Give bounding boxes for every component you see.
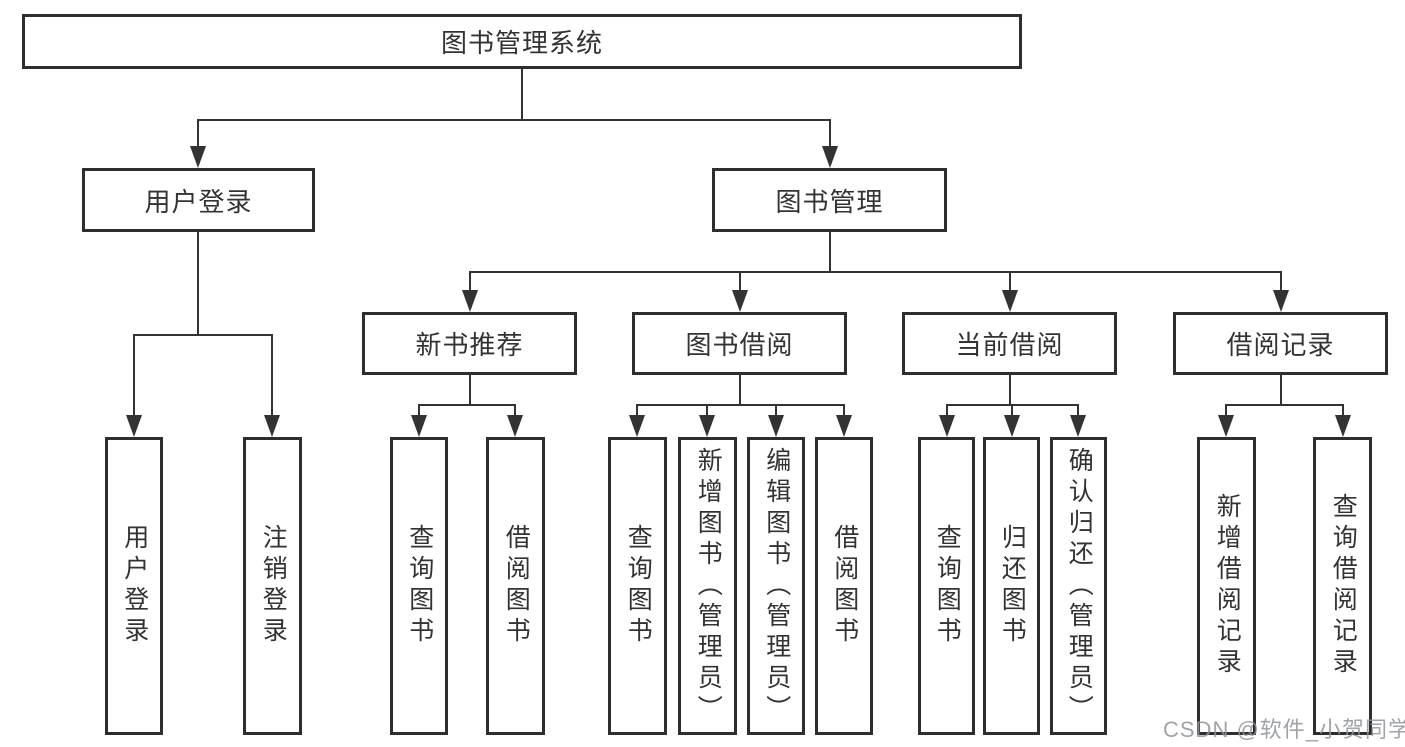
leaf-return-books: 归还图书 [983,437,1040,735]
leaf-logout-label: 注销登录 [259,524,288,648]
leaf-borrow-books-recommend: 借阅图书 [486,437,545,735]
leaf-query-books-current-label: 查询图书 [933,524,962,648]
leaf-query-books-borrow: 查询图书 [608,437,667,735]
leaf-edit-book-admin-label: 编辑图书（管理员） [762,446,791,726]
leaf-user-login-label: 用户登录 [120,524,149,648]
leaf-query-books-current: 查询图书 [918,437,975,735]
leaf-add-book-admin: 新增图书（管理员） [678,437,737,735]
leaf-borrow-books-recommend-label: 借阅图书 [502,524,531,648]
node-current-borrowing: 当前借阅 [902,312,1117,375]
leaf-borrow-books-borrow: 借阅图书 [815,437,873,735]
leaf-return-books-label: 归还图书 [998,524,1027,648]
connector-current-children [939,375,1086,437]
node-user-login: 用户登录 [82,168,315,232]
node-book-management: 图书管理 [712,168,947,232]
node-root: 图书管理系统 [22,14,1022,69]
leaf-query-borrow-record-label: 查询借阅记录 [1329,493,1358,679]
node-book-borrowing: 图书借阅 [632,312,847,375]
connector-borrow-children [629,375,852,437]
connector-recommend-children [411,375,523,437]
connector-login-children [126,232,280,437]
leaf-user-login: 用户登录 [105,437,163,735]
leaf-add-book-admin-label: 新增图书（管理员） [694,446,723,726]
connector-records-children [1218,375,1351,437]
leaf-borrow-books-borrow-label: 借阅图书 [830,524,859,648]
leaf-add-borrow-record: 新增借阅记录 [1197,437,1256,735]
connector-mgmt-to-level3 [462,232,1289,312]
node-new-book-recommend: 新书推荐 [362,312,577,375]
leaf-query-books-borrow-label: 查询图书 [624,524,653,648]
leaf-query-books-recommend: 查询图书 [390,437,448,735]
leaf-edit-book-admin: 编辑图书（管理员） [747,437,805,735]
leaf-confirm-return-admin: 确认归还（管理员） [1050,437,1107,735]
leaf-logout: 注销登录 [243,437,302,735]
node-borrow-records: 借阅记录 [1173,312,1388,375]
leaf-query-borrow-record: 查询借阅记录 [1313,437,1372,735]
leaf-add-borrow-record-label: 新增借阅记录 [1213,493,1242,679]
connector-root-to-level2 [190,69,838,168]
leaf-query-books-recommend-label: 查询图书 [405,524,434,648]
leaf-confirm-return-admin-label: 确认归还（管理员） [1065,446,1094,726]
watermark: CSDN @软件_小贺同学 [1163,717,1405,742]
